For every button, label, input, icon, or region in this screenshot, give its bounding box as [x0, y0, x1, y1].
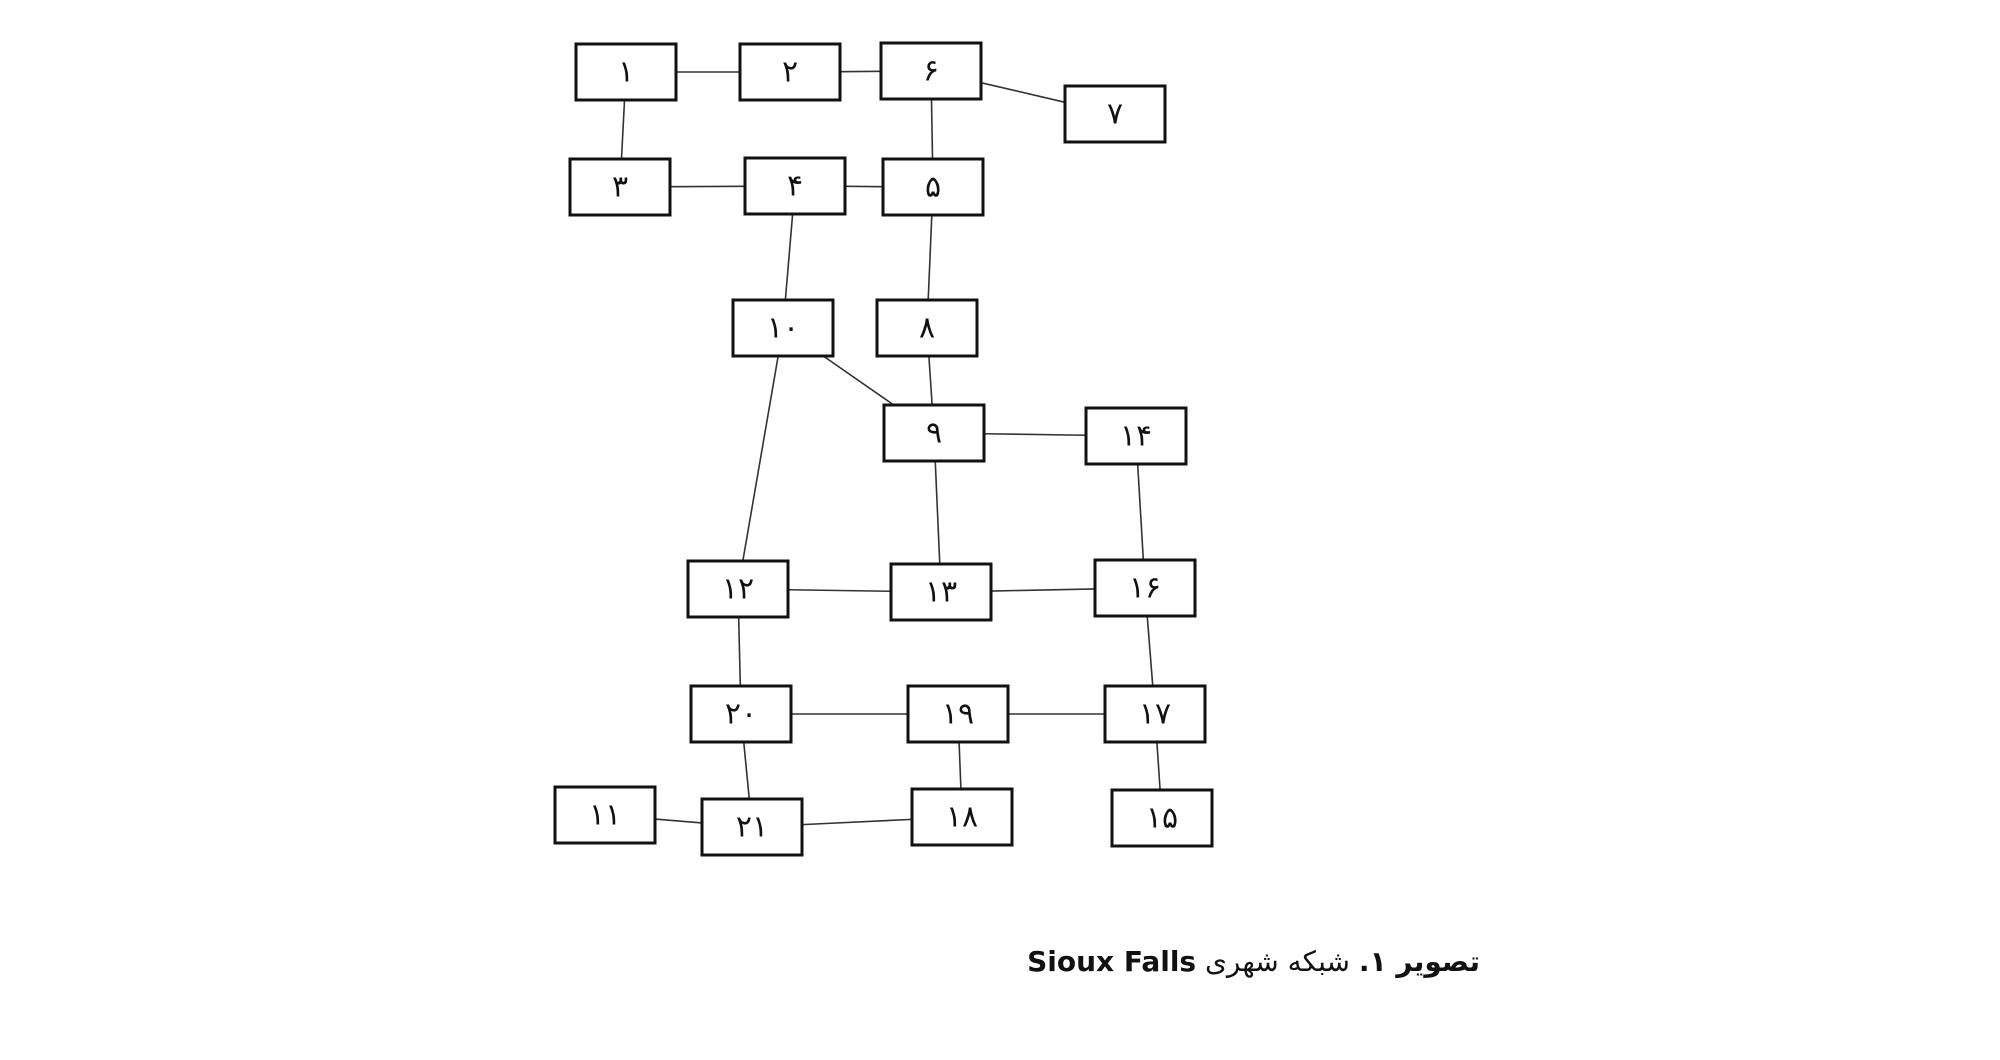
- edge-16-17: [1146, 615, 1154, 687]
- node-19: ۱۹: [906, 684, 1010, 744]
- node-10: ۱۰: [731, 298, 835, 358]
- node-box-14: [1084, 406, 1188, 466]
- edge-13-16: [990, 588, 1096, 592]
- edge-5-8: [927, 214, 933, 301]
- node-label-2: ۲: [782, 55, 798, 90]
- edge-8-9: [928, 355, 933, 406]
- caption-network-name: Sioux Falls: [1027, 945, 1197, 978]
- node-2: ۲: [738, 42, 842, 102]
- node-label-16: ۱۶: [1129, 571, 1161, 606]
- node-label-14: ۱۴: [1120, 419, 1152, 454]
- node-7: ۷: [1063, 84, 1167, 144]
- node-box-20: [689, 684, 793, 744]
- node-box-19: [906, 684, 1010, 744]
- node-box-8: [875, 298, 979, 358]
- node-label-11: ۱۱: [589, 798, 621, 833]
- node-label-7: ۷: [1107, 97, 1123, 132]
- node-13: ۱۳: [889, 562, 993, 622]
- node-box-13: [889, 562, 993, 622]
- node-label-18: ۱۸: [946, 800, 978, 835]
- node-box-17: [1103, 684, 1207, 744]
- edge-11-21: [654, 818, 703, 824]
- node-label-21: ۲۱: [736, 810, 768, 845]
- node-box-3: [568, 157, 672, 217]
- node-box-12: [686, 559, 790, 619]
- node-label-6: ۶: [923, 54, 939, 89]
- edge-6-7: [980, 81, 1066, 104]
- edge-19-18: [958, 741, 962, 790]
- node-label-15: ۱۵: [1146, 801, 1178, 836]
- node-14: ۱۴: [1084, 406, 1188, 466]
- edge-9-13: [934, 460, 941, 565]
- node-12: ۱۲: [686, 559, 790, 619]
- node-label-9: ۹: [926, 416, 942, 451]
- node-11: ۱۱: [553, 785, 657, 845]
- node-box-1: [574, 42, 678, 102]
- edge-9-14: [983, 432, 1087, 437]
- node-17: ۱۷: [1103, 684, 1207, 744]
- caption-text: شبکه شهری: [1196, 945, 1359, 978]
- node-box-11: [553, 785, 657, 845]
- edge-14-16: [1136, 463, 1145, 561]
- node-15: ۱۵: [1110, 788, 1214, 848]
- edge-1-3: [620, 99, 626, 160]
- node-box-2: [738, 42, 842, 102]
- edge-17-15: [1156, 741, 1161, 791]
- edge-10-12: [742, 355, 779, 562]
- node-3: ۳: [568, 157, 672, 217]
- node-label-1: ۱: [618, 55, 634, 90]
- edge-10-9: [822, 355, 895, 406]
- node-label-20: ۲۰: [725, 697, 757, 732]
- node-box-15: [1110, 788, 1214, 848]
- node-box-5: [881, 157, 985, 217]
- node-box-9: [882, 403, 986, 463]
- node-16: ۱۶: [1093, 558, 1197, 618]
- node-label-5: ۵: [925, 170, 941, 205]
- caption-prefix: تصویر ۱.: [1358, 945, 1480, 978]
- node-box-18: [910, 787, 1014, 847]
- node-20: ۲۰: [689, 684, 793, 744]
- node-label-17: ۱۷: [1139, 697, 1171, 732]
- edge-12-20: [737, 616, 742, 687]
- node-label-3: ۳: [612, 170, 628, 205]
- node-21: ۲۱: [700, 797, 804, 857]
- node-18: ۱۸: [910, 787, 1014, 847]
- node-9: ۹: [882, 403, 986, 463]
- edge-6-5: [930, 98, 934, 160]
- edge-12-13: [787, 588, 892, 593]
- node-label-13: ۱۳: [925, 575, 957, 610]
- node-label-19: ۱۹: [942, 697, 974, 732]
- edge-20-21: [742, 741, 751, 800]
- node-label-8: ۸: [919, 311, 935, 346]
- figure-caption: تصویر ۱. شبکه شهری Sioux Falls: [1027, 945, 1480, 978]
- node-box-4: [743, 156, 847, 216]
- node-box-7: [1063, 84, 1167, 144]
- node-label-12: ۱۲: [722, 572, 754, 607]
- node-5: ۵: [881, 157, 985, 217]
- node-8: ۸: [875, 298, 979, 358]
- node-box-6: [879, 41, 983, 101]
- edges-layer: [620, 70, 1161, 826]
- node-label-4: ۴: [787, 169, 803, 204]
- node-4: ۴: [743, 156, 847, 216]
- node-1: ۱: [574, 42, 678, 102]
- node-box-16: [1093, 558, 1197, 618]
- node-6: ۶: [879, 41, 983, 101]
- node-box-21: [700, 797, 804, 857]
- edge-4-10: [784, 213, 794, 301]
- edge-21-18: [801, 818, 913, 826]
- node-box-10: [731, 298, 835, 358]
- node-label-10: ۱۰: [767, 311, 799, 346]
